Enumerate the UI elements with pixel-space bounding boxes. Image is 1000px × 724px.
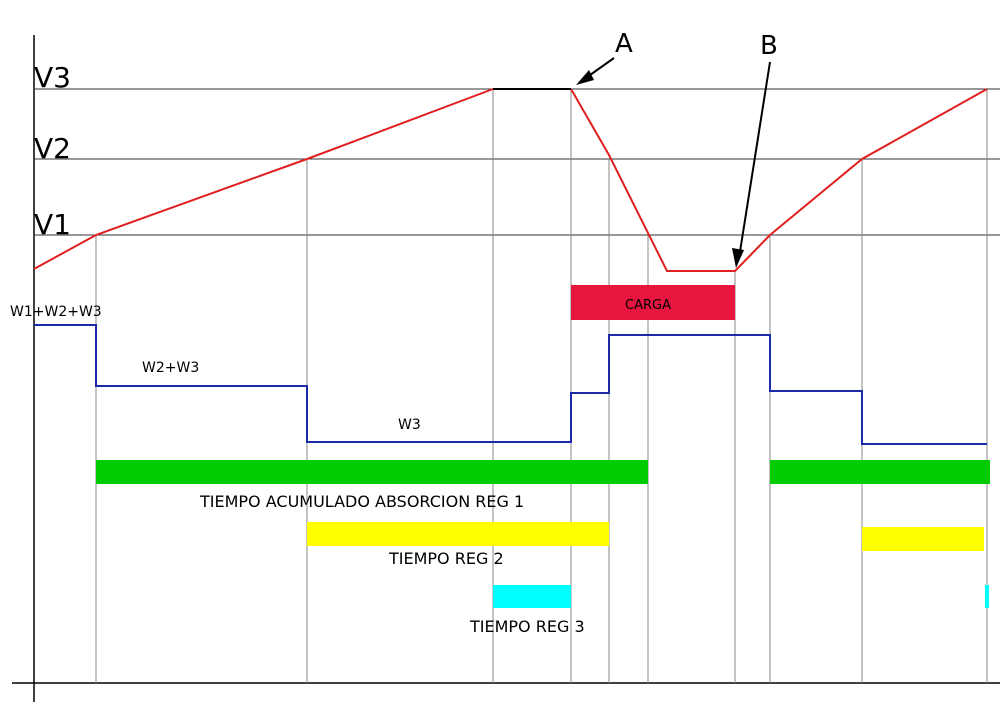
reg2-bar [862, 527, 984, 551]
reg3-bar [985, 585, 989, 608]
reg1-label: TIEMPO ACUMULADO ABSORCION REG 1 [199, 492, 524, 511]
annotation-a-label: A [615, 29, 633, 59]
power-staircase [34, 324, 987, 445]
annotation-b-label: B [760, 31, 778, 61]
voltage-curve [33, 88, 494, 270]
carga-label: CARGA [625, 298, 671, 313]
reg1-bar [770, 460, 990, 484]
v3-label: V3 [34, 61, 71, 94]
w2-w3-label: W2+W3 [142, 360, 199, 376]
reg3-label: TIEMPO REG 3 [469, 617, 585, 636]
carga-bar [571, 285, 735, 320]
reg1-bar [96, 460, 648, 484]
annotation-b-arrow [732, 61, 771, 268]
w1-w2-w3-label: W1+W2+W3 [10, 304, 102, 320]
v2-label: V2 [34, 132, 71, 165]
v1-label: V1 [34, 208, 71, 241]
w3-label: W3 [398, 417, 421, 433]
annotation-a-arrow [576, 57, 615, 85]
reg2-label: TIEMPO REG 2 [388, 549, 504, 568]
voltage-curve [570, 88, 988, 272]
reg3-bar [493, 585, 571, 608]
reg2-bar [307, 522, 609, 546]
